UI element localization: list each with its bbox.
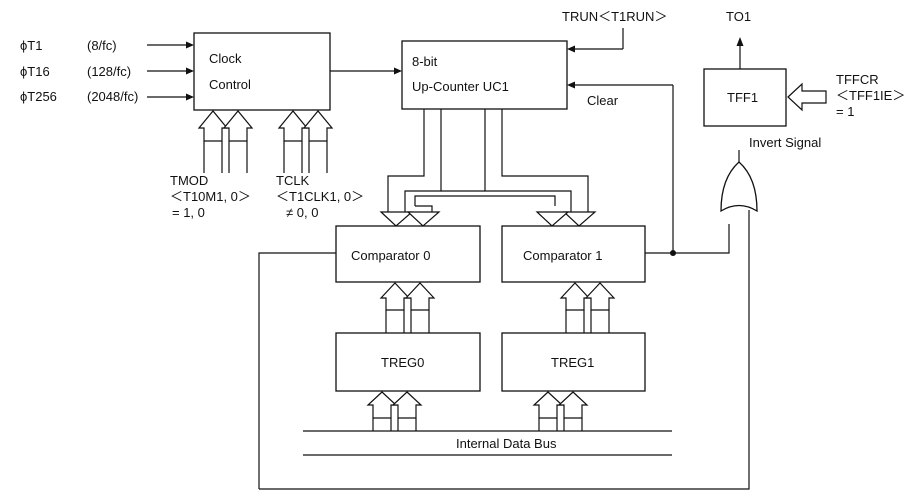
tclk-hollow-arrow-right (302, 110, 334, 142)
comparator0-block: Comparator 0 (335, 225, 481, 283)
treg1-to-comparator1-arrow-left (559, 282, 591, 311)
clock-to-counter-arrow (394, 67, 402, 75)
tffcr-value: = 1 (836, 104, 854, 119)
junction-to-or-line (673, 224, 730, 254)
comparator1-label: Comparator 1 (523, 248, 602, 263)
tffcr-label: TFFCR (836, 72, 879, 87)
tff1-box (703, 68, 787, 127)
tff1-label: TFF1 (727, 90, 758, 105)
bus-left-inner (404, 109, 442, 212)
treg0-to-comparator0-arrow-left (379, 282, 411, 311)
comparator0-feedback-bottom (259, 210, 750, 490)
trun-arrow (567, 45, 575, 53)
input-phi-t256-freq: (2048/fc) (87, 89, 138, 104)
bus-arrow-comparator1-left (535, 211, 570, 227)
input-phi-t256-arrow (186, 93, 194, 101)
to1-arrow (736, 37, 744, 46)
tmod-bits: ＜T10M1, 0＞ (170, 189, 251, 204)
clock-control-block: Clock Control (193, 32, 331, 111)
input-phi-t1-arrow (186, 41, 194, 49)
up-counter-label-line1: 8-bit (412, 54, 438, 69)
tclk-bits: ＜T1CLK1, 0＞ (276, 189, 364, 204)
treg0-to-comparator0-arrow-right (404, 282, 436, 311)
bus-left-outer (387, 109, 425, 212)
comparator0-label: Comparator 0 (351, 248, 430, 263)
comparator0-box (335, 225, 481, 283)
trun-label: TRUN＜T1RUN＞ (562, 9, 667, 24)
up-counter-label-line2: Up-Counter UC1 (412, 79, 509, 94)
tmod-hollow-arrow-left (197, 110, 229, 142)
clear-label: Clear (587, 93, 619, 108)
treg1-label: TREG1 (551, 355, 594, 370)
comparator1-box (501, 225, 646, 283)
comparator0-feedback-left (258, 252, 336, 489)
input-phi-t16-arrow (186, 67, 194, 75)
tmod-label: TMOD (170, 173, 208, 188)
up-counter-box (401, 40, 568, 110)
tmod-control-input: TMOD ＜T10M1, 0＞ = 1, 0 (170, 110, 254, 220)
bus-to-treg0-arrow-left (366, 391, 398, 419)
clock-inputs: ϕT1 (8/fc) ϕT16 (128/fc) ϕT256 (2048/fc) (20, 38, 194, 104)
input-phi-t16-freq: (128/fc) (87, 64, 131, 79)
treg1-to-comparator1-arrow-right (584, 282, 616, 311)
bus-arrow-comparator0-right (406, 211, 441, 227)
treg0-block: TREG0 (335, 332, 481, 392)
tmod-value: = 1, 0 (172, 205, 205, 220)
counter-to-comparators-bus (379, 109, 597, 227)
bus-right-outer (501, 109, 589, 212)
input-phi-t256-name: ϕT256 (20, 89, 57, 104)
treg0-box (335, 332, 481, 392)
comparator1-block: Comparator 1 (501, 225, 646, 283)
bus-to-treg0-arrow-right (391, 391, 423, 419)
bus-right-inner (484, 109, 572, 212)
or-gate (720, 161, 758, 213)
bus-to-treg1-arrow-left (532, 391, 564, 419)
treg0-label: TREG0 (381, 355, 424, 370)
tff1-block: TFF1 (703, 68, 787, 127)
tmod-hollow-arrow-right (222, 110, 254, 142)
input-phi-t16-name: ϕT16 (20, 64, 50, 79)
bus-cross-left-drop (415, 205, 433, 212)
tclk-label: TCLK (276, 173, 310, 188)
tffcr-bits: ＜TFF1IE＞ (836, 88, 905, 103)
input-phi-t1-name: ϕT1 (20, 38, 42, 53)
treg1-box (501, 332, 646, 392)
tclk-value: ≠ 0, 0 (286, 205, 318, 220)
bus-cross-bottom (414, 195, 556, 206)
treg1-block: TREG1 (501, 332, 646, 392)
bus-arrow-comparator1-right (562, 211, 597, 227)
bus-to-treg1-arrow-right (557, 391, 589, 419)
tclk-control-input: TCLK ＜T1CLK1, 0＞ ≠ 0, 0 (276, 110, 364, 220)
bus-arrow-comparator0-left (379, 211, 414, 227)
internal-bus-label: Internal Data Bus (456, 436, 557, 451)
clear-arrow (567, 81, 575, 89)
clock-control-label-line1: Clock (209, 51, 242, 66)
up-counter-block: 8-bit Up-Counter UC1 (401, 40, 568, 110)
clock-control-box (193, 32, 331, 111)
clock-control-label-line2: Control (209, 77, 251, 92)
invert-signal-label: Invert Signal (749, 135, 821, 150)
tclk-hollow-arrow-left (277, 110, 309, 142)
input-phi-t1-freq: (8/fc) (87, 38, 117, 53)
tffcr-hollow-arrow (787, 82, 827, 112)
to1-label: TO1 (726, 9, 751, 24)
